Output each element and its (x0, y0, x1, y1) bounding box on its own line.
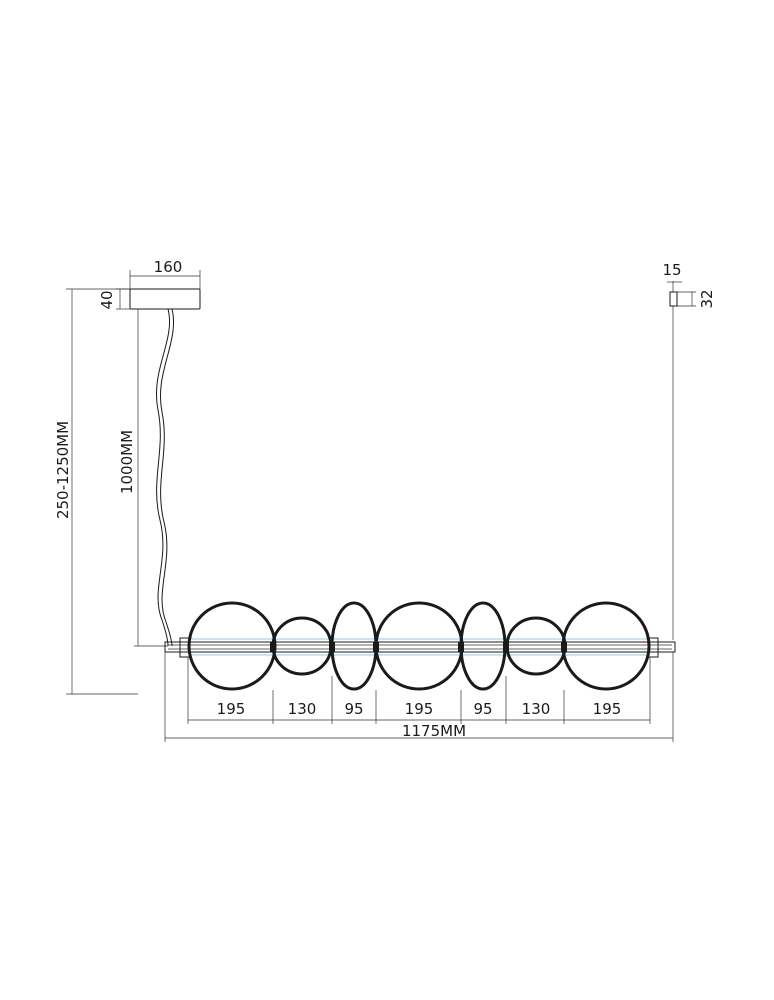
segment-label-7: 195 (593, 700, 622, 718)
ring-connector-2 (329, 642, 335, 652)
end-detail-width-label: 15 (662, 261, 681, 279)
segment-label-3: 95 (344, 700, 363, 718)
segment-label-6: 130 (522, 700, 551, 718)
glass-ring-2 (271, 616, 333, 676)
overall-height-label: 250-1250MM (54, 421, 72, 519)
power-cable (156, 308, 170, 647)
glass-ring-4 (374, 601, 464, 691)
canopy-height-label: 40 (98, 290, 116, 309)
segment-label-5: 95 (473, 700, 492, 718)
segment-label-1: 195 (217, 700, 246, 718)
ring-connector-1 (270, 642, 276, 652)
ring-connector-6 (561, 642, 567, 652)
ceiling-canopy (129, 288, 201, 310)
cable-length-label: 1000MM (118, 430, 136, 494)
glass-ring-7 (561, 601, 651, 691)
wire-gripper (669, 291, 678, 307)
power-cable-shadow (160, 308, 174, 647)
glass-ring-1 (187, 601, 277, 691)
ring-connector-3 (373, 642, 379, 652)
glass-ring-6 (505, 616, 567, 676)
glass-ring-3 (330, 601, 378, 691)
end-detail-height-label: 32 (698, 289, 716, 308)
total-length-label: 1175MM (402, 722, 466, 740)
segment-label-2: 130 (288, 700, 317, 718)
ring-connector-5 (503, 642, 509, 652)
glass-ring-5 (459, 601, 507, 691)
segment-label-4: 195 (405, 700, 434, 718)
ring-connector-4 (458, 642, 464, 652)
lamp-bar (164, 641, 676, 653)
canopy-width-label: 160 (154, 258, 183, 276)
